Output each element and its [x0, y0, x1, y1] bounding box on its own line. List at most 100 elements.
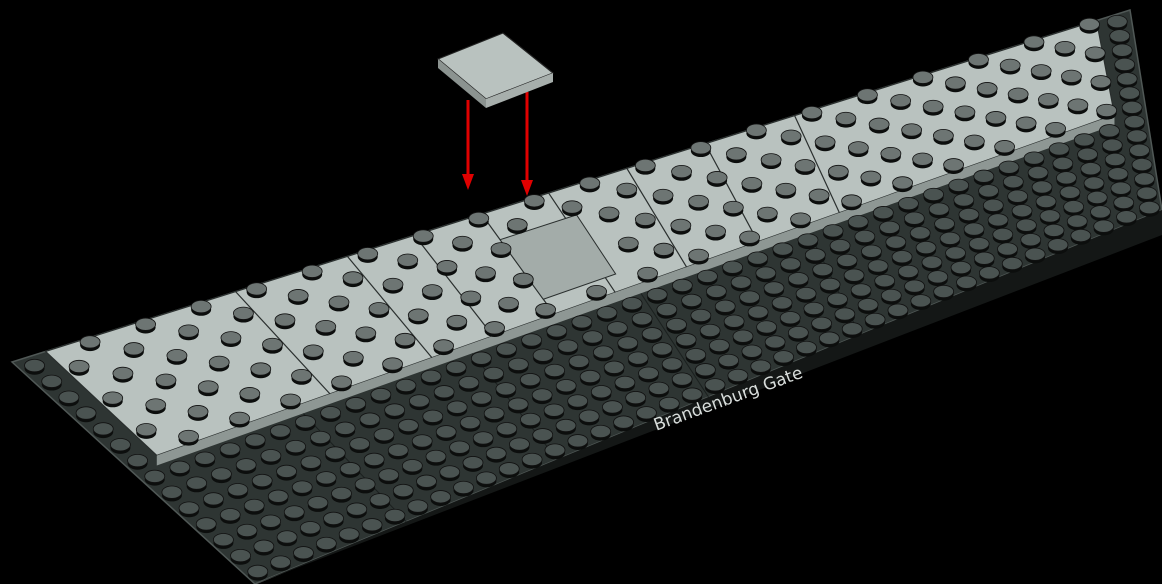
stud: [731, 276, 751, 288]
stud: [321, 407, 341, 419]
stud: [1097, 104, 1117, 116]
stud: [968, 53, 988, 65]
stud: [293, 547, 313, 559]
stud: [929, 203, 949, 215]
stud: [230, 412, 250, 424]
stud: [639, 367, 659, 379]
stud: [580, 177, 600, 189]
stud: [1132, 158, 1152, 170]
stud: [1025, 248, 1045, 260]
stud: [1000, 59, 1020, 71]
stud: [964, 135, 984, 147]
stud: [374, 428, 394, 440]
stud: [396, 379, 416, 391]
stud: [245, 434, 265, 446]
stud: [865, 313, 885, 325]
stud: [388, 444, 408, 456]
stud: [742, 177, 762, 189]
stud: [497, 423, 517, 435]
stud: [113, 367, 133, 379]
stud: [240, 387, 260, 399]
stud: [1071, 229, 1091, 241]
stud: [308, 497, 328, 509]
stud: [1115, 58, 1135, 70]
stud: [979, 185, 999, 197]
stud: [508, 398, 528, 410]
stud: [1137, 187, 1157, 199]
stud: [1016, 219, 1036, 231]
stud: [904, 212, 924, 224]
stud: [409, 395, 429, 407]
stud: [988, 214, 1008, 226]
stud: [772, 297, 792, 309]
stud: [507, 219, 527, 231]
stud: [316, 472, 336, 484]
stud: [705, 379, 725, 391]
stud: [746, 124, 766, 136]
stud: [310, 431, 330, 443]
stud: [562, 201, 582, 213]
stud: [802, 106, 822, 118]
stud: [484, 407, 504, 419]
stud: [796, 287, 816, 299]
stud: [689, 195, 709, 207]
stud: [431, 491, 451, 503]
stud: [955, 106, 975, 118]
stud: [691, 309, 711, 321]
stud: [80, 336, 100, 348]
stud: [1110, 30, 1130, 42]
stud: [360, 413, 380, 425]
stud: [898, 197, 918, 209]
stud: [1080, 18, 1100, 30]
stud: [765, 336, 785, 348]
stud: [459, 376, 479, 388]
stud: [434, 340, 454, 352]
stud: [622, 297, 642, 309]
stud: [691, 142, 711, 154]
stud: [247, 283, 267, 295]
stud: [672, 165, 692, 177]
stud: [343, 272, 363, 284]
stud: [1091, 76, 1111, 88]
stud: [1021, 233, 1041, 245]
stud: [446, 361, 466, 373]
stud: [486, 447, 506, 459]
stud: [1134, 173, 1154, 185]
stud: [395, 333, 415, 345]
stud: [393, 484, 413, 496]
stud: [335, 422, 355, 434]
stud: [1085, 47, 1105, 59]
stud: [370, 494, 390, 506]
stud: [861, 171, 881, 183]
stud: [300, 521, 320, 533]
stud: [292, 481, 312, 493]
stud: [995, 140, 1015, 152]
stud: [568, 395, 588, 407]
stud: [568, 435, 588, 447]
stud: [587, 285, 607, 297]
stud: [940, 232, 960, 244]
stud: [892, 251, 912, 263]
stud: [1111, 182, 1131, 194]
stud: [179, 430, 199, 442]
stud: [934, 285, 954, 297]
stud: [580, 370, 600, 382]
stud: [593, 346, 613, 358]
stud: [861, 245, 881, 257]
stud: [1040, 210, 1060, 222]
stud: [773, 243, 793, 255]
stud: [520, 373, 540, 385]
stud: [1099, 125, 1119, 137]
stud: [954, 194, 974, 206]
stud: [332, 376, 352, 388]
stud: [1127, 130, 1147, 142]
stud: [812, 317, 832, 329]
stud: [875, 274, 895, 286]
stud: [476, 267, 496, 279]
stud: [124, 343, 144, 355]
stud: [974, 170, 994, 182]
stud: [536, 303, 556, 315]
stud: [977, 82, 997, 94]
stud: [461, 291, 481, 303]
stud: [1003, 175, 1023, 187]
